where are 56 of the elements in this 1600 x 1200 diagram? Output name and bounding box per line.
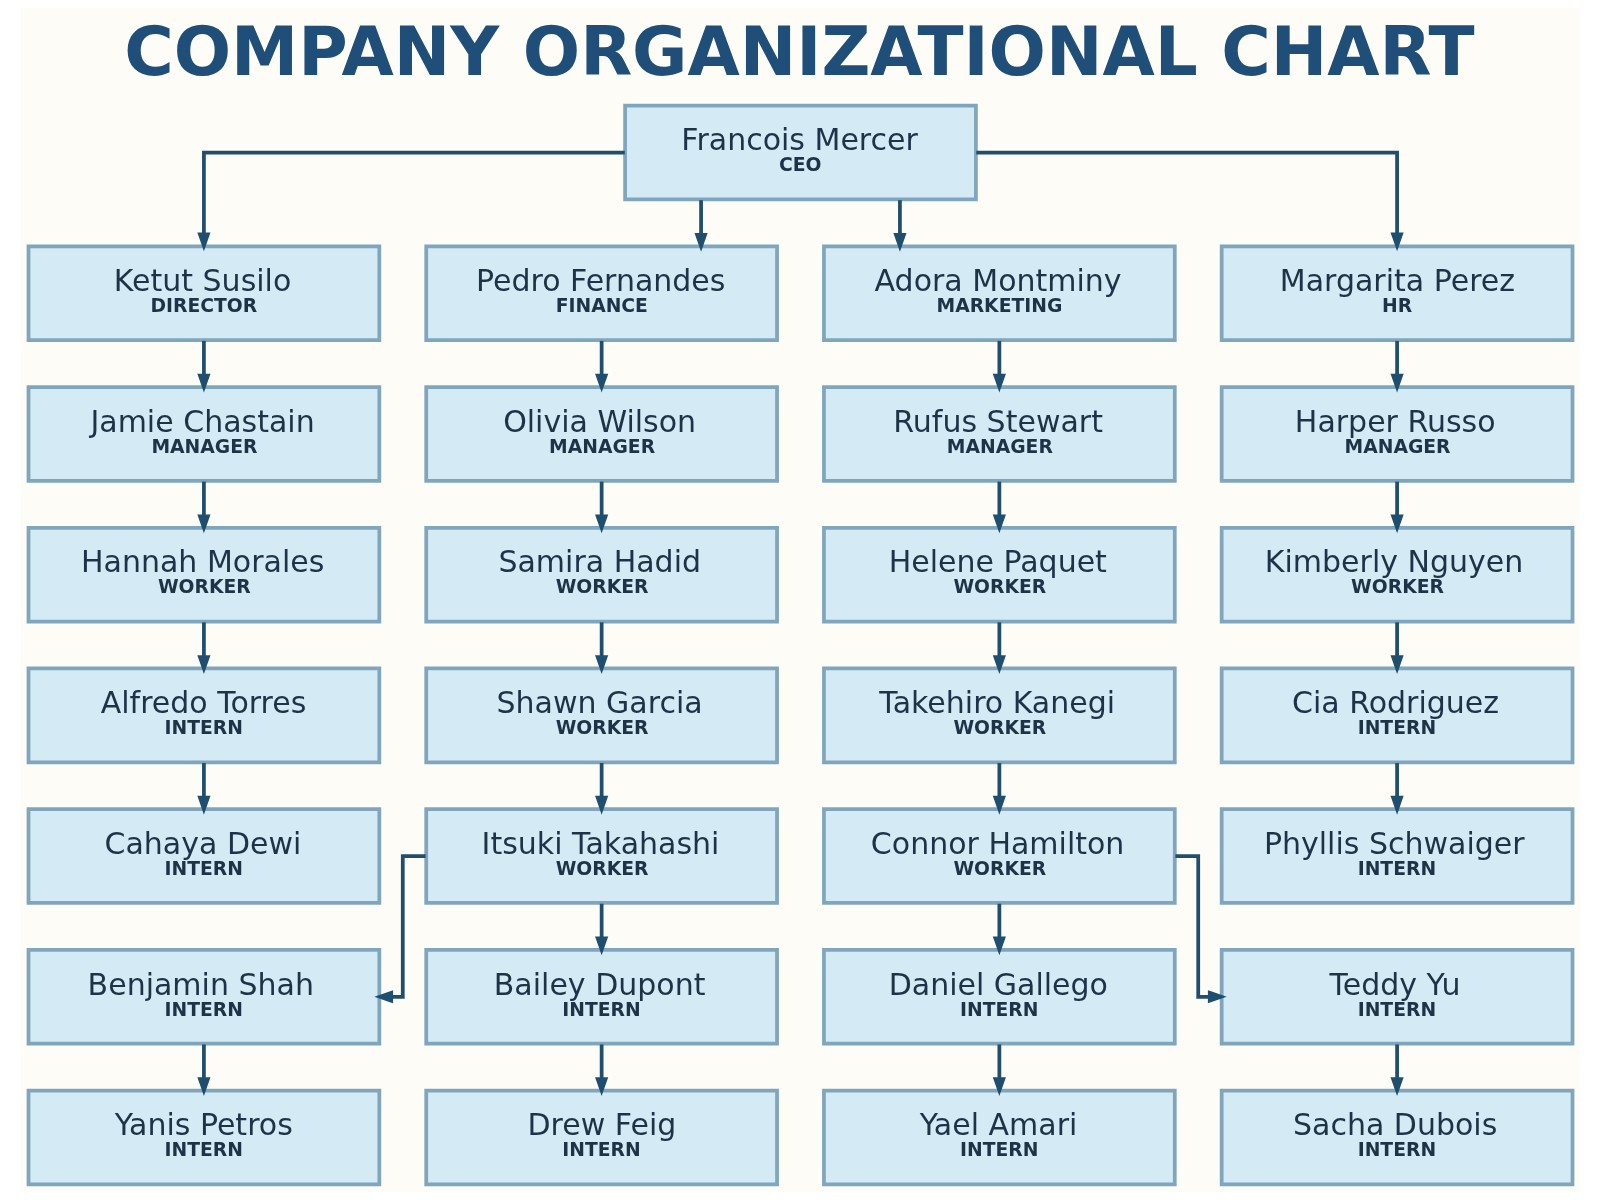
node-box: Itsuki Takahashi WORKER (423, 807, 779, 905)
arrow (992, 1044, 1006, 1097)
arrow (196, 150, 625, 252)
node-box: Sacha Dubois INTERN (1219, 1088, 1574, 1187)
node-box: Bailey Dupont INTERN (423, 948, 779, 1046)
node-box: Pedro Fernandes FINANCE (423, 244, 779, 343)
node-box: Hannah Morales WORKER (26, 525, 381, 624)
node-box: Francois Mercer CEO (622, 103, 978, 202)
arrow (196, 622, 210, 674)
arrow (992, 903, 1006, 956)
node-box: Connor Hamilton WORKER (821, 807, 1177, 905)
node-box: Shawn Garcia WORKER (423, 666, 779, 765)
node-box: Takehiro Kanegi WORKER (821, 666, 1177, 765)
arrow (196, 481, 210, 534)
arrow (992, 340, 1006, 393)
node-box: Ketut Susilo DIRECTOR (26, 244, 381, 343)
node-box: Helene Paquet WORKER (821, 525, 1177, 624)
arrow (992, 481, 1006, 534)
node-box: Jamie Chastain MANAGER (26, 385, 381, 483)
arrow (594, 1044, 608, 1097)
node-box: Samira Hadid WORKER (423, 525, 779, 624)
node-box: Rufus Stewart MANAGER (821, 385, 1177, 483)
arrow (1390, 340, 1404, 393)
arrow (196, 340, 210, 393)
arrow (594, 622, 608, 674)
arrow (196, 1044, 210, 1097)
node-box: Cia Rodriguez INTERN (1219, 666, 1574, 765)
node-box: Yanis Petros INTERN (26, 1088, 381, 1187)
node-box: Harper Russo MANAGER (1219, 385, 1574, 483)
node-box: Margarita Perez HR (1219, 244, 1574, 343)
arrow (594, 481, 608, 534)
node-box: Benjamin Shah INTERN (26, 948, 381, 1046)
arrow (594, 340, 608, 393)
arrow (694, 200, 708, 252)
node-box: Olivia Wilson MANAGER (423, 385, 779, 483)
node-box: Phyllis Schwaiger INTERN (1219, 807, 1574, 905)
node-box: Teddy Yu INTERN (1219, 948, 1574, 1046)
arrow (1390, 622, 1404, 674)
arrow (975, 150, 1404, 252)
node-box: Cahaya Dewi INTERN (26, 807, 381, 905)
node-box: Adora Montminy MARKETING (821, 244, 1177, 343)
node-box: Kimberly Nguyen WORKER (1219, 525, 1574, 624)
arrow (196, 763, 210, 815)
arrow (594, 763, 608, 815)
arrow (1390, 763, 1404, 815)
node-box: Daniel Gallego INTERN (821, 948, 1177, 1046)
arrow (594, 903, 608, 956)
node-box: Drew Feig INTERN (423, 1088, 779, 1187)
arrow (992, 763, 1006, 815)
node-box: Alfredo Torres INTERN (26, 666, 381, 765)
arrow (892, 200, 906, 252)
arrow (1390, 1044, 1404, 1097)
arrow (1390, 481, 1404, 534)
diagram-title: COMPANY ORGANIZATIONAL CHART (123, 12, 1475, 92)
arrow (992, 622, 1006, 674)
node-box: Yael Amari INTERN (821, 1088, 1177, 1187)
